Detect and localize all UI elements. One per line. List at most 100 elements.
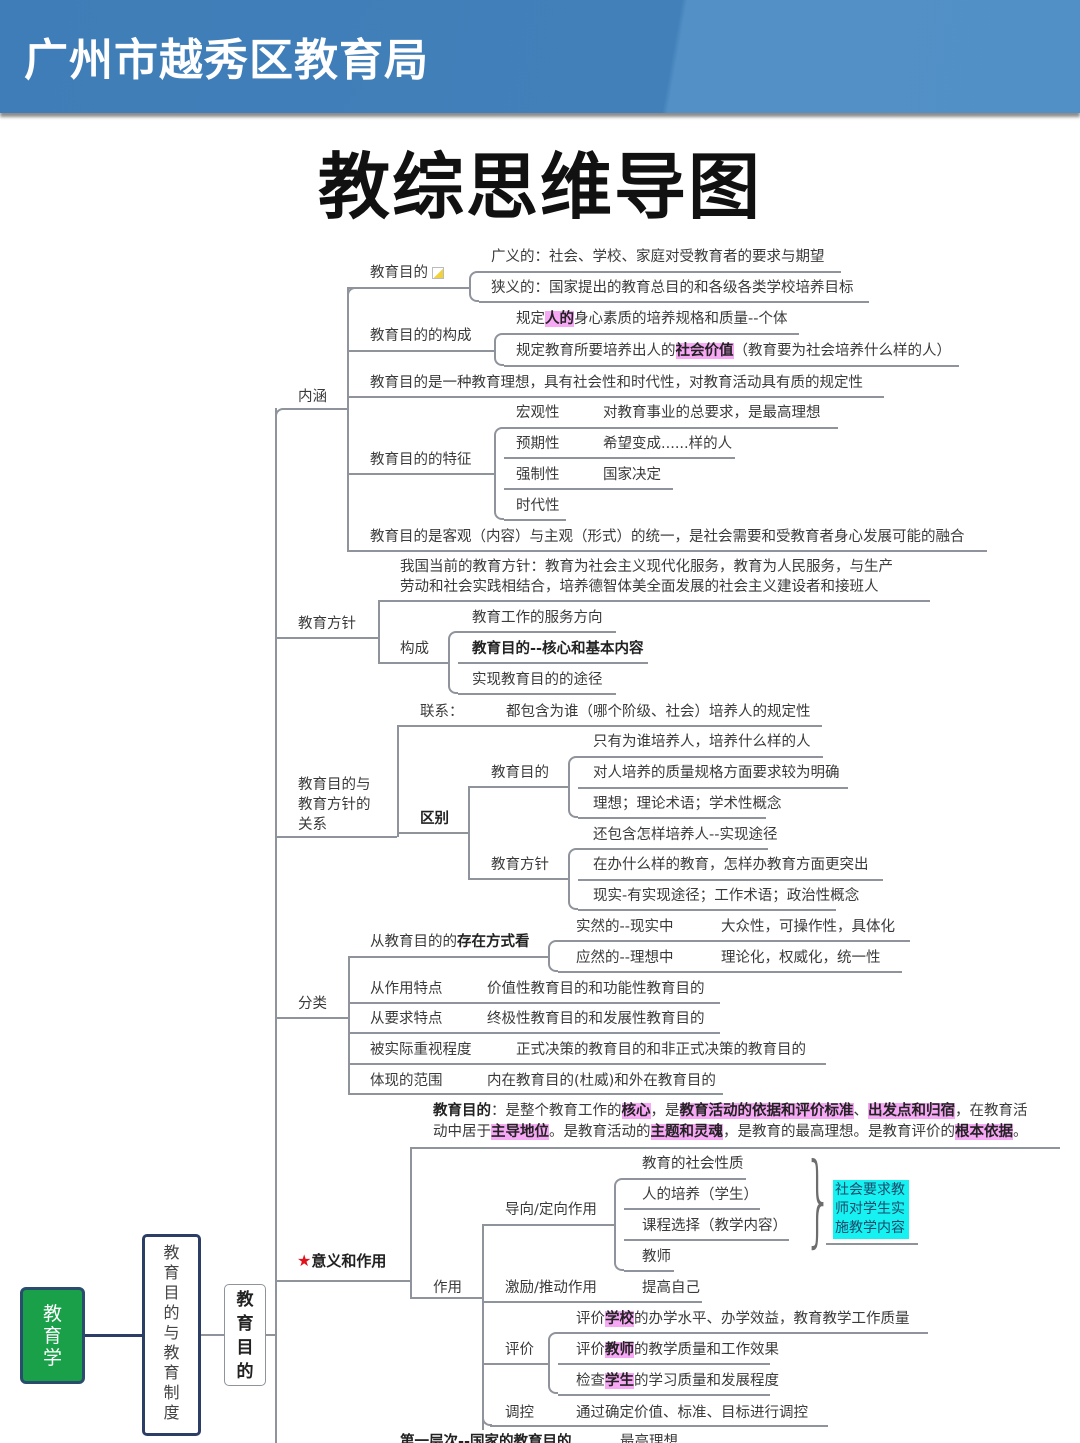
connector (504, 427, 838, 429)
node-jiaoyu-mudi-def[interactable]: 教育目的 (370, 264, 444, 282)
brace-note: 社会要求教 师对学生实 施教学内容 (833, 1180, 909, 1239)
connector (448, 631, 458, 694)
connector (548, 1332, 558, 1394)
leaf-jili: 提高自己 (642, 1280, 700, 1296)
fenlei-row-name[interactable]: 从作用特点 (370, 981, 443, 997)
connector (479, 301, 869, 303)
fenlei-row-name[interactable]: 被实际重视程度 (370, 1042, 472, 1058)
connector (275, 637, 378, 639)
connector (347, 350, 494, 352)
leaf-qubie: 对人培养的质量规格方面要求较为明确 (593, 765, 840, 781)
connector (624, 1270, 674, 1272)
connector (504, 488, 673, 490)
leaf-tiaokong: 通过确定价值、标准、目标进行调控 (576, 1405, 808, 1421)
connector (469, 271, 479, 302)
connector (578, 756, 823, 758)
connector (568, 756, 578, 818)
node-qubie-fangzhen[interactable]: 教育方针 (491, 857, 549, 873)
node-jiaoyu-mudi[interactable]: 教育 目的 (224, 1284, 266, 1386)
leaf-yingran-desc: 理论化，权威化，统一性 (721, 950, 881, 966)
connector (347, 473, 494, 475)
org-name: 广州市越秀区教育局 (24, 35, 429, 86)
connector (624, 1239, 789, 1241)
connector (578, 879, 883, 881)
leaf-fuwu-fangxiang: 教育工作的服务方向 (472, 610, 603, 626)
connector (578, 787, 848, 789)
connector (826, 1243, 918, 1245)
node-lianxi[interactable]: 联系： (420, 704, 464, 720)
connector (283, 408, 347, 410)
leaf-shiran: 实然的--现实中 (576, 919, 674, 935)
connector (624, 1208, 760, 1210)
fenlei-row-name[interactable]: 从要求特点 (370, 1011, 443, 1027)
connector (348, 1093, 723, 1095)
connector (410, 1147, 412, 1297)
connector (275, 836, 397, 838)
node-pingjia[interactable]: 评价 (505, 1342, 534, 1358)
leaf-guangyi: 广义的：社会、学校、家庭对受教育者的要求与期望 (491, 249, 825, 265)
connector (410, 1297, 482, 1299)
connector (275, 1017, 348, 1019)
highlight: 社会价值 (675, 343, 734, 359)
node-cunzai[interactable]: 从教育目的的存在方式看 (370, 934, 530, 950)
tezheng-name: 预期性 (516, 436, 560, 452)
connector (614, 1178, 624, 1271)
connector (458, 693, 616, 695)
connector (482, 1224, 484, 1430)
connector (578, 848, 768, 850)
connector (494, 333, 504, 366)
leaf-pingjia: 评价教师的教学质量和工作效果 (576, 1342, 779, 1358)
connector (378, 600, 930, 602)
branch-fenlei[interactable]: 分类 (298, 996, 327, 1012)
node-daoxiang[interactable]: 导向/定向作用 (505, 1202, 597, 1218)
connector (397, 832, 468, 834)
root-node-jiaoyuxue[interactable]: 教 育 学 (20, 1287, 85, 1384)
curly-brace-icon: } (804, 1141, 833, 1258)
connector (85, 1334, 142, 1337)
summary-line-1: 教育目的：是整个教育工作的核心，是教育活动的依据和评价标准、出发点和归宿，在教育… (433, 1103, 1028, 1119)
connector (482, 1224, 614, 1226)
connector (397, 725, 399, 837)
node-qubie-mudi[interactable]: 教育目的 (491, 765, 549, 781)
tezheng-name: 强制性 (516, 467, 560, 483)
leaf-hexin: 教育目的--核心和基本内容 (472, 641, 644, 657)
leaf-yingran: 应然的--理想中 (576, 950, 674, 966)
connector (458, 662, 648, 664)
connector (568, 848, 578, 910)
connector (504, 365, 959, 367)
summary-line-2: 动中居于主导地位。是教育活动的主题和灵魂，是教育的最高理想。是教育评价的根本依据… (433, 1124, 1028, 1140)
connector (201, 1334, 224, 1336)
connector (347, 287, 349, 550)
leaf-qubie: 在办什么样的教育，怎样办教育方面更突出 (593, 857, 869, 873)
connector (275, 1280, 410, 1282)
leaf-lianxi: 都包含为谁（哪个阶级、社会）培养人的规定性 (506, 704, 811, 720)
leaf-daoxiang: 课程选择（教学内容） (642, 1218, 787, 1234)
connector (482, 1410, 492, 1426)
connector (397, 725, 822, 727)
node-qubie[interactable]: 区别 (420, 811, 449, 827)
tezheng-desc: 对教育事业的总要求，是最高理想 (603, 405, 821, 421)
connector (347, 550, 987, 552)
branch-yiyi[interactable]: ★意义和作用 (297, 1251, 387, 1271)
node-goucheng[interactable]: 教育目的的构成 (370, 328, 472, 344)
spine-main (275, 408, 277, 1443)
branch-neihan[interactable]: 内涵 (298, 389, 327, 405)
fenlei-row-name[interactable]: 体现的范围 (370, 1073, 443, 1089)
node-mudi-yu-zhidu[interactable]: 教育目 的与教 育制度 (142, 1234, 201, 1436)
connector (504, 519, 566, 521)
fenlei-row-desc: 正式决策的教育目的和非正式决策的教育目的 (516, 1042, 806, 1058)
node-zuoyong[interactable]: 作用 (433, 1280, 462, 1296)
tezheng-name: 时代性 (516, 498, 560, 514)
connector (578, 909, 836, 911)
branch-guanxi[interactable]: 教育目的与教育方针的关系 (298, 777, 371, 833)
note-icon[interactable] (432, 267, 444, 279)
node-tezheng[interactable]: 教育目的的特征 (370, 452, 472, 468)
node-fangzhen-goucheng[interactable]: 构成 (400, 641, 429, 657)
cut-off-text: 第一层次--国家的教育目的 (400, 1434, 572, 1443)
node-jili[interactable]: 激励/推动作用 (505, 1280, 597, 1296)
node-tiaokong[interactable]: 调控 (505, 1405, 534, 1421)
leaf-goucheng-2: 规定教育所要培养出人的社会价值（教育要为社会培养什么样的人） (516, 343, 951, 359)
branch-fangzhen[interactable]: 教育方针 (298, 616, 356, 632)
connector (348, 1063, 826, 1065)
star-icon: ★ (297, 1251, 312, 1270)
